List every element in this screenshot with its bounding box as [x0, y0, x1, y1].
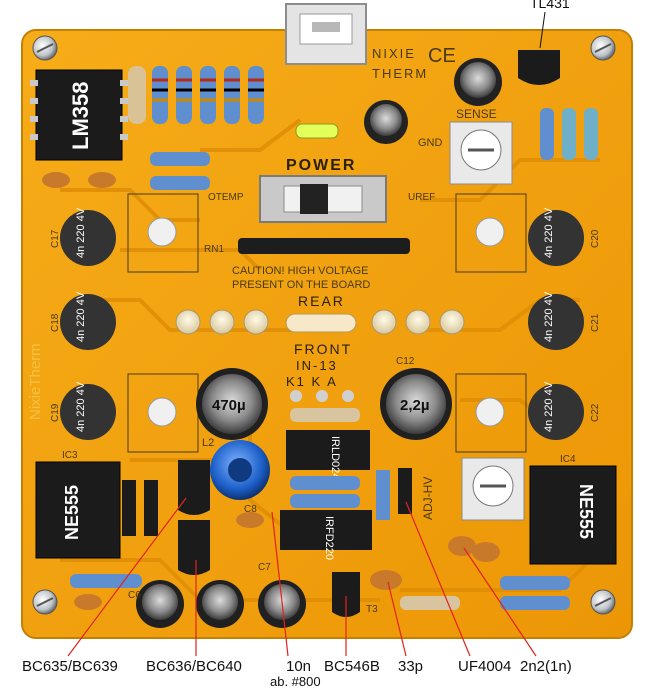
callout-uf4004: UF4004 [458, 658, 512, 675]
ic-ne555-right: NE555 [529, 465, 617, 565]
callout-10n: 10n [286, 658, 312, 675]
ic-ne555-left: NE555 [35, 461, 121, 559]
rear-slot [285, 313, 357, 333]
caution-line1: CAUTION! HIGH VOLTAGE [232, 265, 369, 277]
uref-label: UREF [408, 192, 435, 203]
mosfet-irld024: IRLD024 [286, 430, 370, 479]
callout-bc636: BC636/BC640 [146, 658, 242, 675]
irld024-label: IRLD024 [329, 436, 341, 479]
tl431-label: TL431 [530, 0, 570, 11]
mounting-screws [32, 35, 616, 615]
c19-label: C19 [50, 403, 61, 422]
c17-label: C17 [50, 229, 61, 248]
gnd-label: GND [418, 137, 443, 149]
callout-bc546b: BC546B [324, 658, 380, 675]
c6-label: C6 [128, 590, 141, 601]
t3-label: T3 [366, 604, 378, 615]
cap-470u-label: 470µ [212, 397, 246, 414]
led-strip-yellow [295, 123, 339, 139]
trimpot-bottom [461, 457, 525, 521]
diodes-uf4004 [376, 468, 412, 520]
cap-470u: 470µ [196, 368, 268, 440]
callout-2n2: 2n2(1n) [520, 658, 572, 675]
transistors-left [178, 460, 210, 575]
c12-label: C12 [396, 356, 415, 367]
mount-pads [127, 193, 527, 453]
trimpot-top [449, 121, 513, 185]
ceramic-caps-lower [74, 512, 500, 610]
otemp-label: OTEMP [208, 192, 244, 203]
c18-label: C18 [50, 313, 61, 332]
resistors-bottom [70, 574, 570, 610]
brand-therm: THERM [372, 66, 428, 81]
power-switch [259, 175, 387, 223]
ic-lm358: LM358 [30, 69, 128, 161]
cap-c19-value: 4n 220 4V [75, 381, 87, 432]
tl431-transistor [518, 50, 560, 85]
ne555-right-label: NE555 [576, 484, 596, 539]
rn1-header [238, 238, 410, 254]
rear-label: REAR [298, 293, 345, 309]
tl431-line [539, 11, 546, 49]
brand-block: NIXIE THERM CE [372, 45, 456, 81]
cap-c22-value: 4n 220 4V [543, 381, 555, 432]
rn1-label: RN1 [204, 244, 224, 255]
cap-top-mid [364, 100, 408, 144]
adj-hv-label: ADJ-HV [421, 477, 435, 520]
diodes-left [122, 480, 158, 536]
cap-c17-value: 4n 220 4V [75, 207, 87, 258]
resistors-mid-left [150, 152, 210, 190]
ne555-left-label: NE555 [62, 485, 82, 540]
cap-2u2: 2,2µ [380, 368, 452, 440]
l2-label: L2 [202, 437, 214, 449]
lm358-label: LM358 [68, 82, 93, 150]
callout-bc635: BC635/BC639 [22, 658, 118, 675]
inductor-l2 [210, 440, 270, 500]
resistors-top-right [540, 108, 598, 160]
ic3-label: IC3 [62, 450, 78, 461]
brand-nixie: NIXIE [372, 46, 416, 61]
cap-c20-value: 4n 220 4V [543, 207, 555, 258]
leds-left [175, 309, 269, 335]
usb-connector [285, 3, 367, 65]
c8-label: C8 [244, 504, 257, 515]
caution-line2: PRESENT ON THE BOARD [232, 279, 370, 291]
resistor-bank-top [128, 66, 264, 124]
cap-c21-value: 4n 220 4V [543, 291, 555, 342]
tube-label: IN-13 [296, 358, 338, 373]
small-caps-right: 4n 220 4V 4n 220 4V 4n 220 4V [528, 207, 584, 440]
c22-label: C22 [590, 403, 601, 422]
small-caps-left: 4n 220 4V 4n 220 4V 4n 220 4V [60, 207, 116, 440]
front-label: FRONT [294, 341, 352, 357]
tube-pins-label: K1 K A [286, 374, 338, 389]
resistors-mid-lower [290, 476, 360, 508]
c21-label: C21 [590, 313, 601, 332]
side-brand-text: NixieTherm [27, 343, 44, 420]
callout-33p: 33p [398, 658, 424, 675]
mosfet-irfd220: IRFD220 [280, 510, 372, 560]
ce-mark: CE [428, 45, 456, 67]
irfd220-label: IRFD220 [323, 516, 335, 560]
cap-2u2-label: 2,2µ [400, 397, 430, 414]
resistor-tube [290, 408, 360, 422]
power-label: POWER [286, 157, 356, 174]
ic4-label: IC4 [560, 454, 576, 465]
c20-label: C20 [590, 229, 601, 248]
sense-label: SENSE [456, 107, 497, 121]
tube-pads [290, 390, 354, 402]
cap-top-right [454, 58, 502, 106]
cap-c18-value: 4n 220 4V [75, 291, 87, 342]
transistor-bc546b [332, 572, 360, 617]
c7-label: C7 [258, 562, 271, 573]
ceramic-caps-left [42, 172, 116, 188]
leds-right [371, 309, 465, 335]
callout-lines [67, 497, 537, 657]
